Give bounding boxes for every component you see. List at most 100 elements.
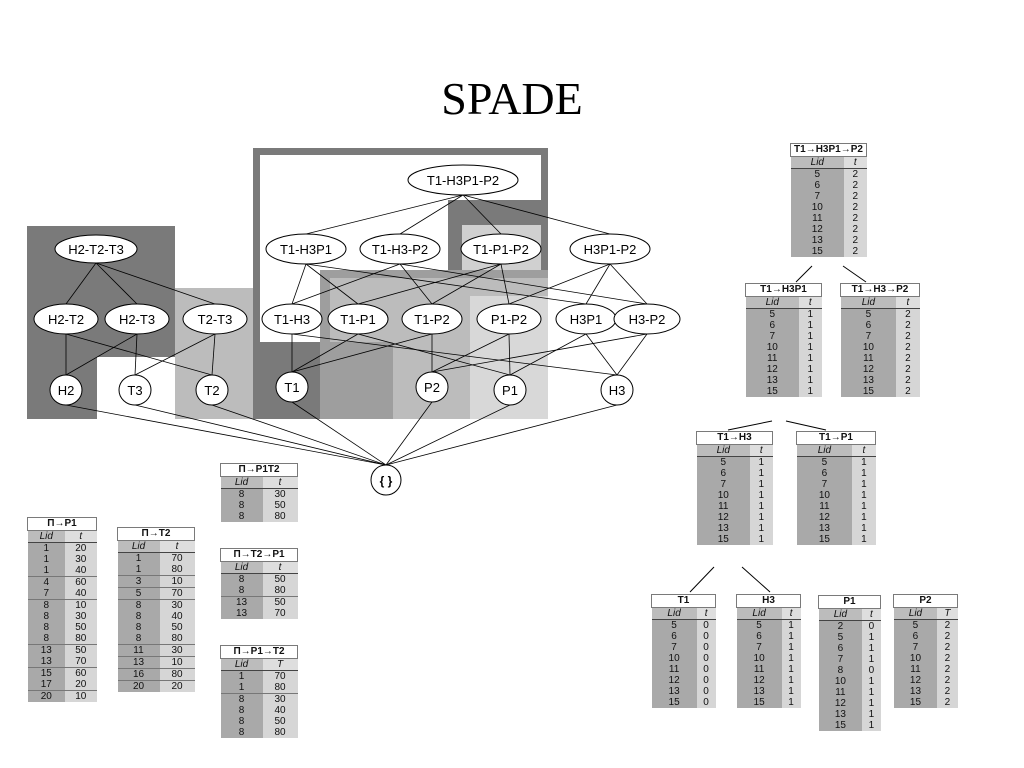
lattice-edge — [508, 333, 511, 376]
lid-cell: 5 — [796, 456, 853, 468]
node-ellipse — [327, 303, 389, 335]
lid-cell: 13 — [818, 709, 863, 720]
t-cell: 1 — [781, 619, 801, 631]
column-header: Lid — [220, 561, 263, 574]
t-cell: 1 — [852, 534, 876, 545]
column-header: Lid — [220, 658, 263, 671]
lid-cell: 8 — [27, 599, 66, 611]
lid-cell: 10 — [651, 653, 697, 664]
lattice-edge — [65, 404, 387, 466]
lattice-edge — [211, 404, 387, 466]
t-cell: 1 — [862, 720, 881, 731]
lid-cell: 5 — [745, 308, 800, 320]
t-cell: 2 — [844, 191, 867, 202]
node-ellipse — [613, 303, 681, 335]
lid-cell: 12 — [651, 675, 697, 686]
lid-cell: 11 — [818, 687, 863, 698]
t-cell: 1 — [852, 501, 876, 512]
lattice-node-t1-h3-p2: T1-H3-P2 — [359, 233, 441, 265]
lid-cell: 8 — [220, 716, 263, 727]
t-cell: 1 — [852, 490, 876, 501]
lid-cell: 13 — [220, 596, 263, 608]
lattice-edge — [134, 404, 387, 466]
table-connector — [795, 265, 813, 283]
t-cell: 50 — [65, 622, 97, 633]
t-cell: 30 — [65, 554, 97, 565]
lattice-edge — [585, 333, 618, 376]
node-label: H3P1 — [570, 312, 603, 327]
t-cell: 1 — [862, 698, 881, 709]
column-header: Lid — [840, 296, 897, 309]
lattice-node-h3-p2: H3-P2 — [613, 303, 681, 335]
t-cell: 1 — [750, 534, 773, 545]
column-header: Lid — [27, 530, 66, 543]
lid-cell: 5 — [790, 168, 845, 180]
lid-cell: 10 — [745, 342, 800, 353]
table-title: T1→H3→P2 — [840, 283, 920, 297]
t-cell: 2 — [896, 353, 920, 364]
lid-cell: 7 — [736, 642, 782, 653]
column-header: t — [844, 156, 867, 169]
t-cell: 1 — [750, 456, 773, 468]
node-ellipse — [182, 303, 248, 335]
lid-cell: 5 — [893, 619, 938, 631]
node-label: T3 — [127, 383, 142, 398]
t-cell: 80 — [159, 668, 195, 681]
t-cell: 2 — [844, 235, 867, 246]
table-title: T1→P1 — [796, 431, 876, 445]
lid-cell: 7 — [696, 479, 751, 490]
node-label: H2-T2 — [48, 312, 84, 327]
node-ellipse — [195, 374, 229, 406]
t-cell: 1 — [799, 353, 822, 364]
lid-cell: 11 — [117, 644, 160, 657]
column-header: Lid — [790, 156, 845, 169]
node-ellipse — [407, 164, 519, 196]
lid-cell: 15 — [818, 720, 863, 731]
t-cell: 70 — [262, 608, 298, 619]
lattice-node-t2: T2 — [195, 374, 229, 406]
lid-cell: 4 — [27, 576, 66, 588]
node-label: T2-T3 — [198, 312, 233, 327]
t-cell: 40 — [65, 588, 97, 600]
t-cell: 1 — [750, 479, 773, 490]
lid-cell: 8 — [220, 488, 263, 500]
lid-cell: 8 — [818, 665, 863, 676]
t-cell: 1 — [862, 632, 881, 643]
lid-cell: 8 — [27, 633, 66, 645]
lattice-edge — [385, 404, 618, 466]
node-ellipse — [401, 303, 463, 335]
column-header: t — [750, 444, 773, 457]
lid-cell: 7 — [796, 479, 853, 490]
lattice-edge — [65, 333, 213, 376]
lid-cell: 7 — [818, 654, 863, 665]
t-cell: 60 — [65, 667, 97, 679]
lid-cell: 15 — [745, 386, 800, 397]
t-cell: 1 — [750, 490, 773, 501]
